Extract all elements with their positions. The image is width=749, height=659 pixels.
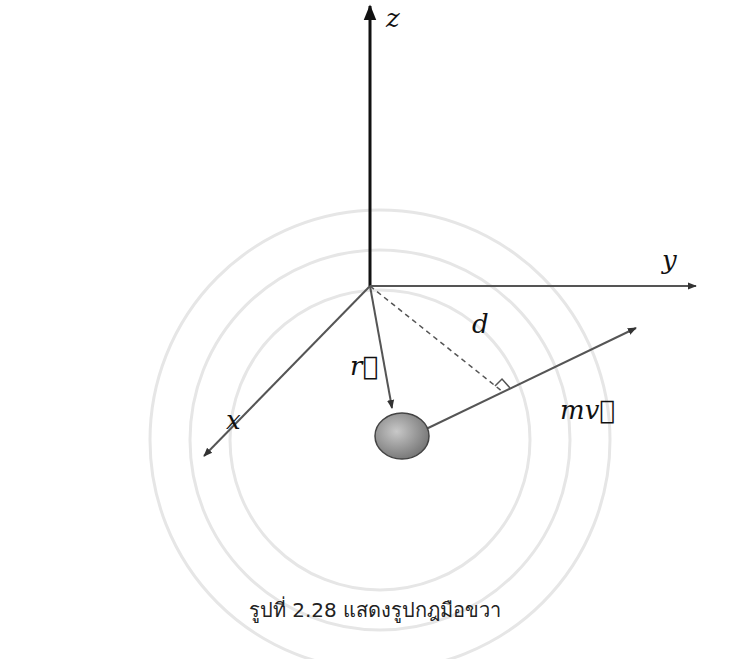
y-axis: [370, 285, 696, 287]
z-axis: [369, 6, 372, 286]
axis-label: y: [662, 246, 677, 275]
watermark: [150, 210, 610, 659]
axis-label: z: [386, 4, 400, 33]
position-vector: [370, 286, 392, 408]
particle: [375, 413, 429, 459]
figure-caption: รูปที่ 2.28 แสดงรูปกฎมือขวา: [249, 598, 501, 622]
momentum-vector: [424, 328, 636, 430]
x-axis: [204, 286, 370, 456]
distance-line: [370, 286, 503, 392]
right-angle-mark: [495, 379, 510, 388]
vector-label: r⃗: [350, 352, 378, 381]
axis-label: x: [226, 406, 241, 435]
vector-label: mv⃗: [560, 396, 615, 425]
distance-label: d: [472, 310, 489, 339]
